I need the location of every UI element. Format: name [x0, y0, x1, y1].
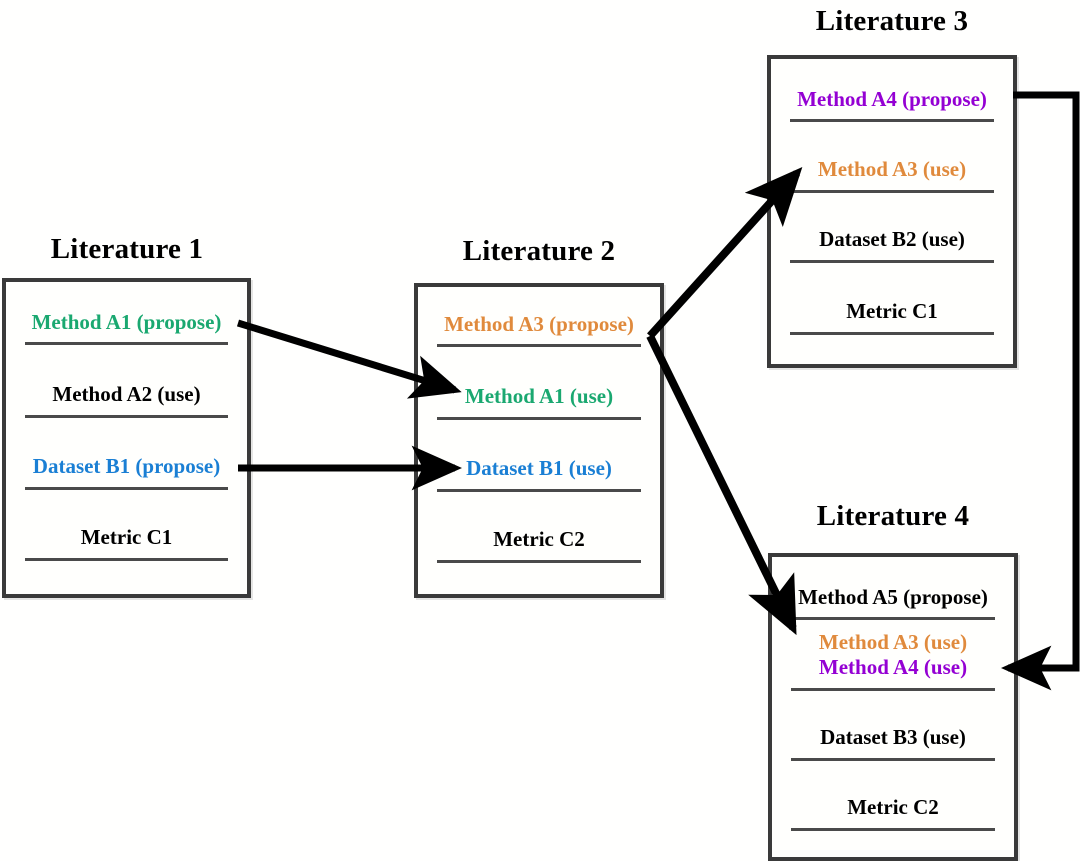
entry-divider: [437, 417, 641, 420]
entry-divider: [437, 489, 641, 492]
literature-1-entry-2[interactable]: Dataset B1 (propose): [6, 454, 247, 478]
entry-label: Metric C2: [493, 527, 585, 551]
entry-divider: [790, 119, 994, 122]
entry-label: Method A4 (use): [818, 655, 968, 679]
literature-1-entry-0[interactable]: Method A1 (propose): [6, 310, 247, 334]
entry-divider: [25, 342, 228, 345]
entry-label: Metric C1: [80, 525, 173, 549]
entry-divider: [791, 758, 995, 761]
literature-3-entry-3[interactable]: Metric C1: [771, 299, 1013, 323]
entry-divider: [790, 260, 994, 263]
literature-2-entry-2[interactable]: Dataset B1 (use): [418, 456, 660, 480]
entry-label: Method A2 (use): [52, 382, 201, 406]
literature-2-entry-3[interactable]: Metric C2: [418, 527, 660, 551]
literature-1-entry-3[interactable]: Metric C1: [6, 525, 247, 549]
literature-3-title: Literature 3: [815, 5, 969, 37]
entry-label: Method A3 (use): [818, 630, 968, 654]
entry-label: Dataset B2 (use): [819, 227, 965, 251]
entry-divider: [791, 828, 995, 831]
literature-3-entry-1[interactable]: Method A3 (use): [771, 157, 1013, 181]
entry-divider: [791, 688, 995, 691]
entry-label: Dataset B3 (use): [820, 725, 966, 749]
literature-2-entry-0[interactable]: Method A3 (propose): [418, 312, 660, 336]
entry-label: Method A5 (propose): [798, 585, 988, 609]
entry-divider: [25, 415, 228, 418]
literature-4-title: Literature 4: [816, 500, 970, 532]
literature-3-box[interactable]: Method A4 (propose) Method A3 (use) Data…: [767, 55, 1017, 368]
entry-label: Dataset B1 (propose): [32, 454, 221, 478]
entry-divider: [791, 617, 995, 620]
literature-2-title: Literature 2: [462, 235, 616, 267]
arrow-lit3-methodA4-to-lit4-methodA4: [1000, 91, 1080, 691]
literature-4-entry-3[interactable]: Dataset B3 (use): [772, 725, 1014, 749]
entry-divider: [25, 487, 228, 490]
entry-label: Method A3 (propose): [444, 312, 634, 336]
entry-label: Metric C2: [847, 795, 939, 819]
literature-1-entry-1[interactable]: Method A2 (use): [6, 382, 247, 406]
literature-1-box[interactable]: Method A1 (propose) Method A2 (use) Data…: [2, 278, 251, 598]
entry-divider: [437, 560, 641, 563]
entry-label: Method A3 (use): [817, 157, 967, 181]
entry-label: Method A1 (use): [464, 384, 614, 408]
entry-label: Metric C1: [846, 299, 938, 323]
literature-4-box[interactable]: Method A5 (propose) Method A3 (use) Meth…: [768, 553, 1018, 861]
entry-label: Method A1 (propose): [31, 310, 222, 334]
entry-label: Dataset B1 (use): [466, 456, 612, 480]
literature-4-entry-4[interactable]: Metric C2: [772, 795, 1014, 819]
literature-4-entry-1[interactable]: Method A3 (use): [772, 630, 1014, 654]
entry-divider: [25, 558, 228, 561]
literature-4-entry-0[interactable]: Method A5 (propose): [772, 585, 1014, 609]
entry-divider: [790, 332, 994, 335]
literature-3-entry-2[interactable]: Dataset B2 (use): [771, 227, 1013, 251]
entry-divider: [437, 344, 641, 347]
literature-4-entry-2[interactable]: Method A4 (use): [772, 655, 1014, 679]
literature-3-entry-0[interactable]: Method A4 (propose): [771, 87, 1013, 111]
entry-label: Method A4 (propose): [797, 87, 987, 111]
literature-2-entry-1[interactable]: Method A1 (use): [418, 384, 660, 408]
literature-1-title: Literature 1: [50, 233, 204, 265]
entry-divider: [790, 190, 994, 193]
literature-2-box[interactable]: Method A3 (propose) Method A1 (use) Data…: [414, 283, 664, 598]
